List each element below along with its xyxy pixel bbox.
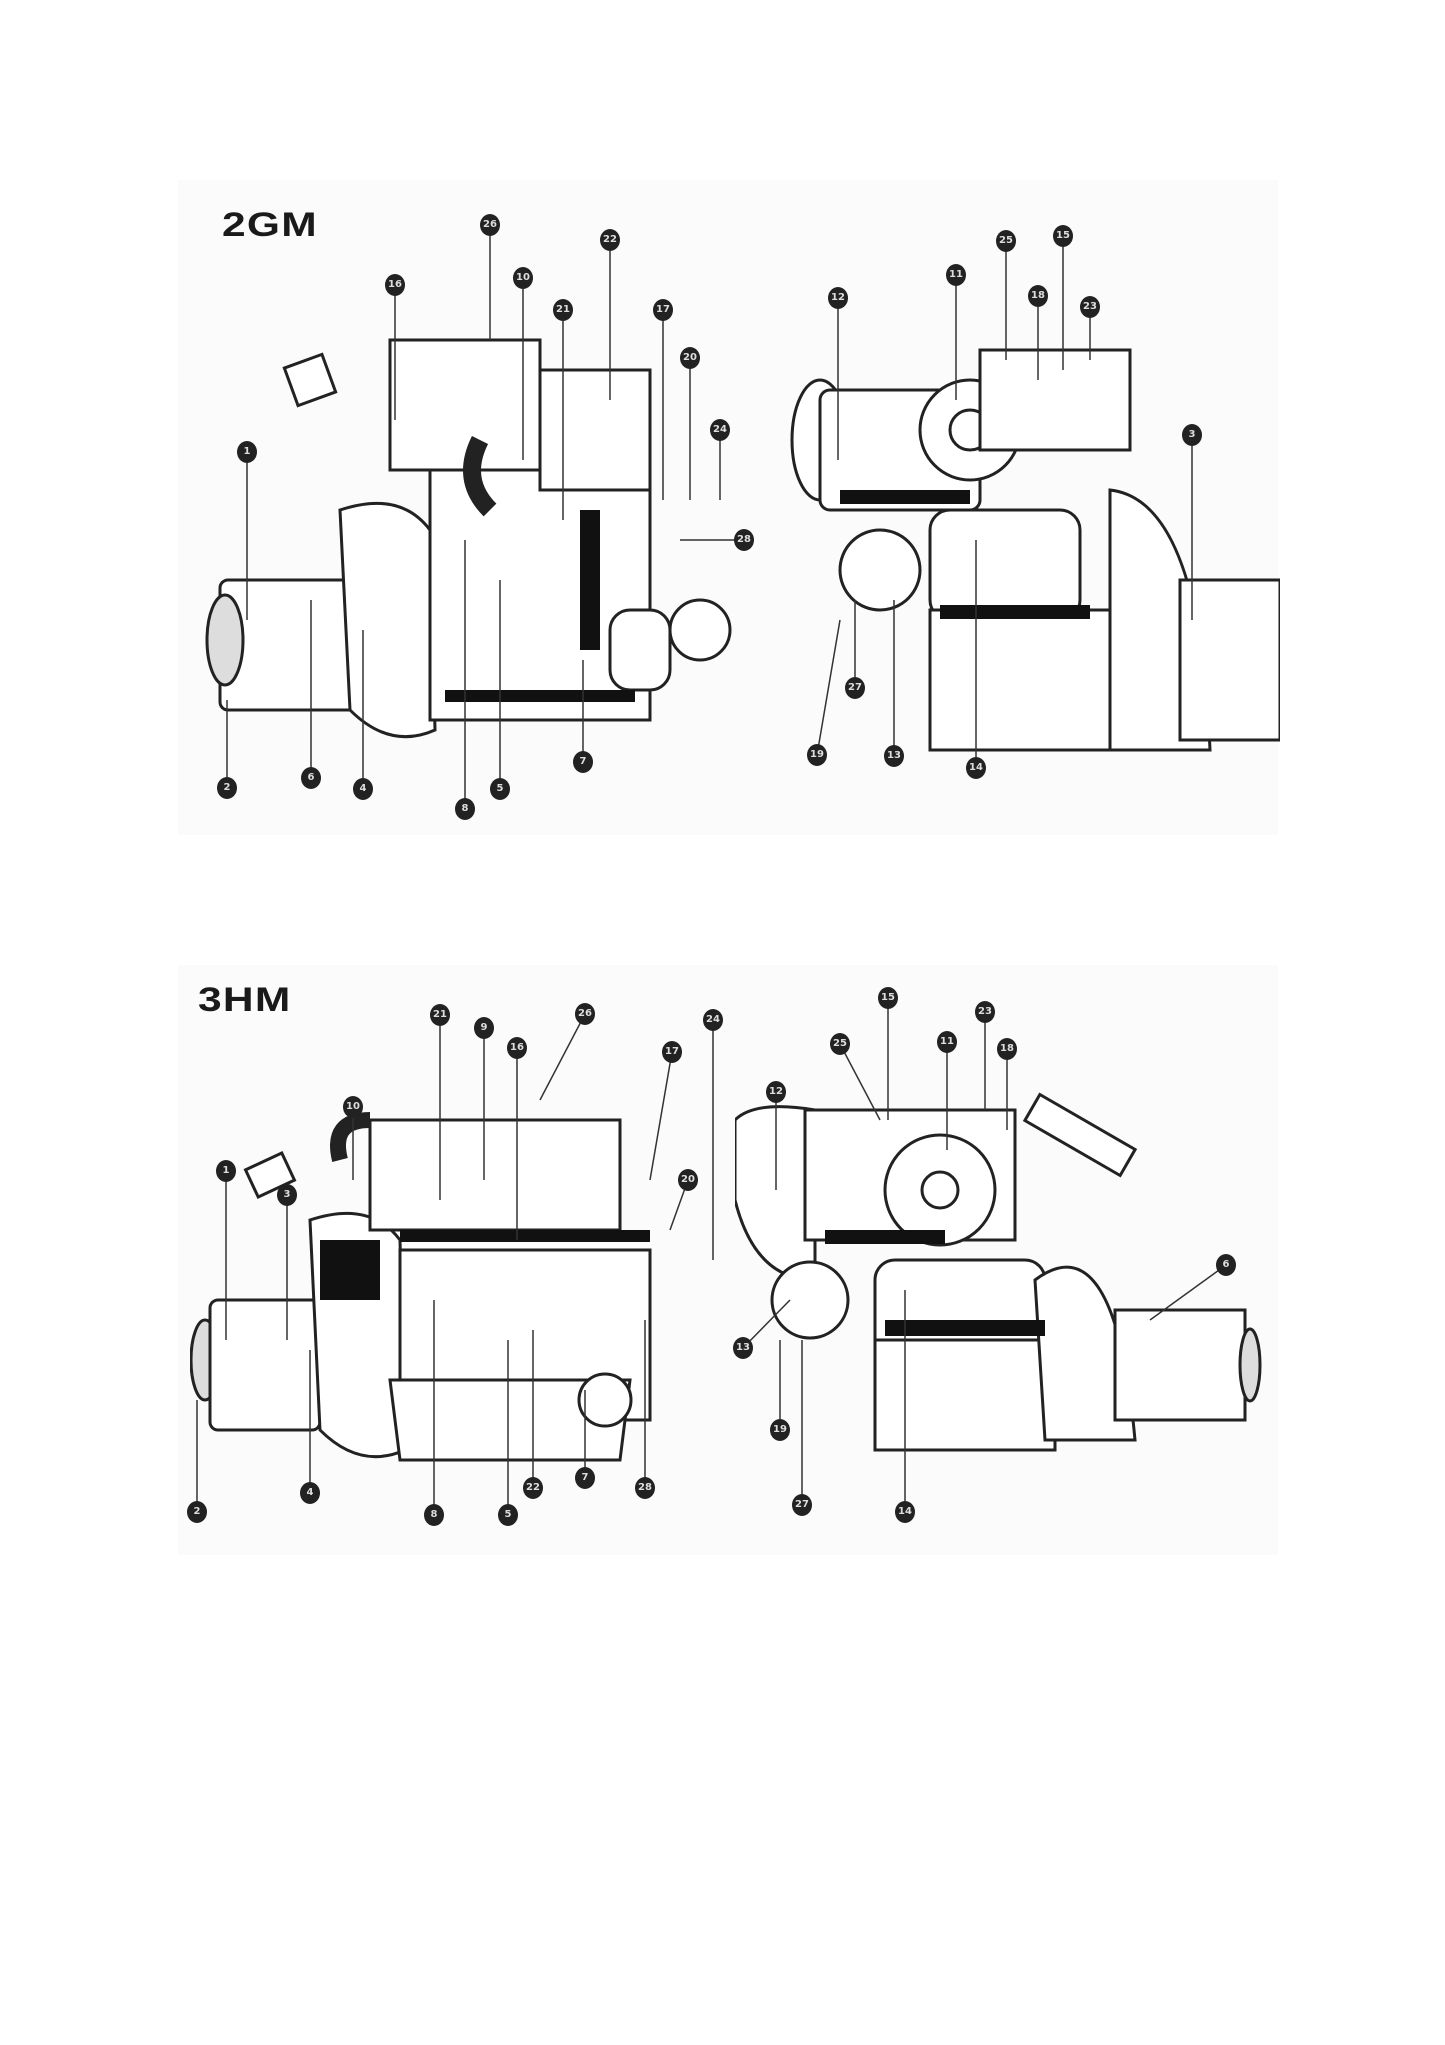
callout-marker: 22 <box>600 229 620 251</box>
callout-marker: 14 <box>895 1501 915 1523</box>
callout-marker: 20 <box>678 1169 698 1191</box>
callout-marker: 15 <box>878 987 898 1009</box>
callout-marker: 25 <box>996 230 1016 252</box>
callout-marker: 5 <box>490 778 510 800</box>
callout-marker: 13 <box>884 745 904 767</box>
callout-marker: 8 <box>424 1504 444 1526</box>
callout-marker: 3 <box>277 1184 297 1206</box>
callout-marker: 7 <box>575 1467 595 1489</box>
callout-marker: 19 <box>807 744 827 766</box>
callout-marker: 17 <box>662 1041 682 1063</box>
callout-marker: 13 <box>733 1337 753 1359</box>
engine-3hm-right-illustration <box>735 1092 1262 1452</box>
section-title-2gm: 2GM <box>222 206 318 244</box>
callout-marker: 11 <box>937 1031 957 1053</box>
callout-marker: 7 <box>573 751 593 773</box>
callout-marker: 27 <box>792 1494 812 1516</box>
callout-marker: 12 <box>828 287 848 309</box>
callout-marker: 22 <box>523 1477 543 1499</box>
callout-marker: 5 <box>498 1504 518 1526</box>
callout-marker: 27 <box>845 677 865 699</box>
callout-marker: 21 <box>553 299 573 321</box>
callout-marker: 10 <box>513 267 533 289</box>
callout-marker: 18 <box>1028 285 1048 307</box>
callout-marker: 6 <box>301 767 321 789</box>
callout-marker: 24 <box>703 1009 723 1031</box>
callout-marker: 1 <box>237 441 257 463</box>
callout-marker: 11 <box>946 264 966 286</box>
callout-marker: 23 <box>975 1001 995 1023</box>
callout-marker: 25 <box>830 1033 850 1055</box>
section-title-3hm: 3HM <box>198 981 292 1019</box>
callout-marker: 26 <box>480 214 500 236</box>
callout-marker: 4 <box>300 1482 320 1504</box>
callout-marker: 21 <box>430 1004 450 1026</box>
callout-marker: 24 <box>710 419 730 441</box>
callout-marker: 1 <box>216 1160 236 1182</box>
callout-marker: 4 <box>353 778 373 800</box>
callout-marker: 6 <box>1216 1254 1236 1276</box>
engine-3hm-left-illustration <box>190 1112 652 1462</box>
callout-marker: 12 <box>766 1081 786 1103</box>
callout-marker: 28 <box>635 1477 655 1499</box>
callout-marker: 17 <box>653 299 673 321</box>
callout-marker: 10 <box>343 1096 363 1118</box>
callout-marker: 2 <box>187 1501 207 1523</box>
callout-marker: 28 <box>734 529 754 551</box>
callout-marker: 23 <box>1080 296 1100 318</box>
callout-marker: 26 <box>575 1003 595 1025</box>
callout-marker: 14 <box>966 757 986 779</box>
callout-marker: 3 <box>1182 424 1202 446</box>
callout-marker: 19 <box>770 1419 790 1441</box>
engine-2gm-left-illustration <box>205 338 732 739</box>
callout-marker: 16 <box>507 1037 527 1059</box>
engine-2gm-right-illustration <box>790 348 1280 752</box>
callout-marker: 20 <box>680 347 700 369</box>
callout-marker: 8 <box>455 798 475 820</box>
callout-marker: 16 <box>385 274 405 296</box>
callout-marker: 9 <box>474 1017 494 1039</box>
callout-marker: 2 <box>217 777 237 799</box>
callout-marker: 15 <box>1053 225 1073 247</box>
callout-marker: 18 <box>997 1038 1017 1060</box>
